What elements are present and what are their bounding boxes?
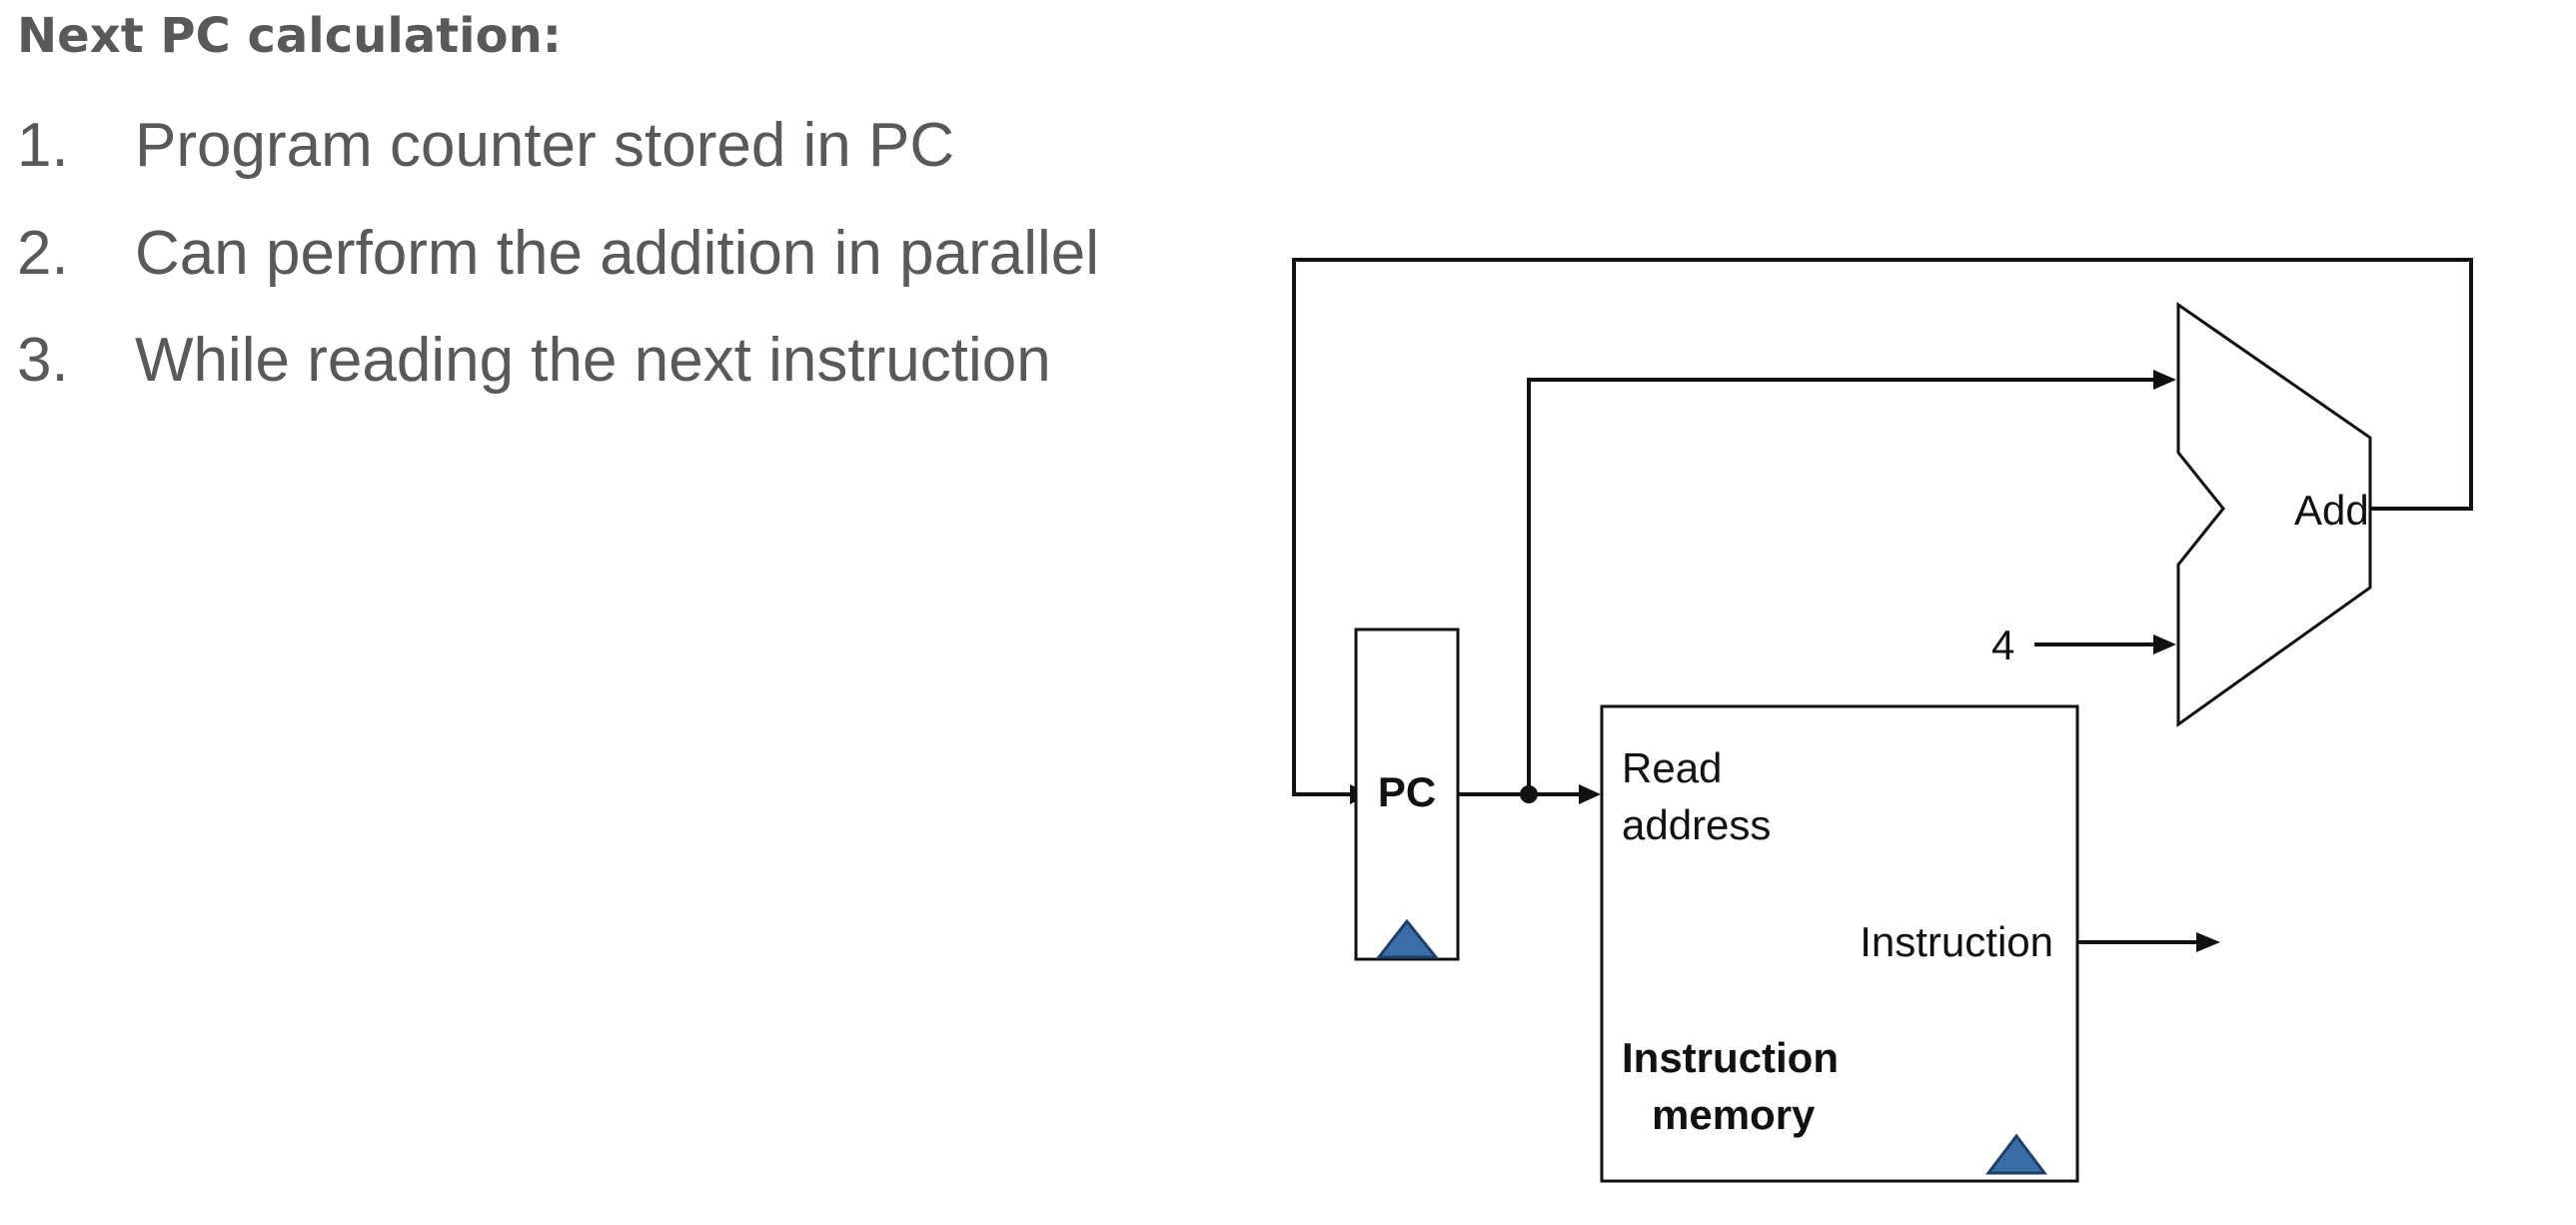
list-item-number: 2. (17, 219, 69, 288)
list-item-text: While reading the next instruction (135, 326, 1051, 395)
list-item-number: 3. (17, 326, 69, 395)
list-item-text: Program counter stored in PC (135, 111, 955, 180)
section-heading: Next PC calculation: (17, 8, 562, 64)
instruction-memory-block (1600, 704, 2079, 1183)
adder-label: Add (2294, 487, 2369, 534)
adder-bottom-input-arrowhead (2153, 634, 2176, 654)
read-address-label-line1: Read (1622, 744, 1722, 791)
memory-title-line1: Instruction (1622, 1034, 1839, 1081)
pc-label: PC (1378, 768, 1436, 815)
instruction-output-arrowhead (2196, 932, 2220, 952)
constant-four-label: 4 (1991, 621, 2014, 668)
list-item-number: 1. (17, 111, 69, 180)
pc-register (1354, 627, 1460, 961)
pc-to-adder-wire (1527, 378, 2153, 794)
read-address-label-line2: address (1622, 801, 1771, 848)
list-item-text: Can perform the addition in parallel (135, 219, 1099, 288)
adder-to-pc-feedback-wire (1292, 258, 2473, 796)
instruction-output-label: Instruction (1860, 918, 2053, 965)
memory-clock-triangle (1984, 1133, 2048, 1175)
adder-top-input-arrowhead (2153, 370, 2176, 390)
read-address-arrowhead (1579, 784, 1601, 804)
pc-clock-triangle (1375, 918, 1440, 959)
memory-title-line2: memory (1652, 1091, 1816, 1138)
adder-unit (2176, 302, 2372, 727)
